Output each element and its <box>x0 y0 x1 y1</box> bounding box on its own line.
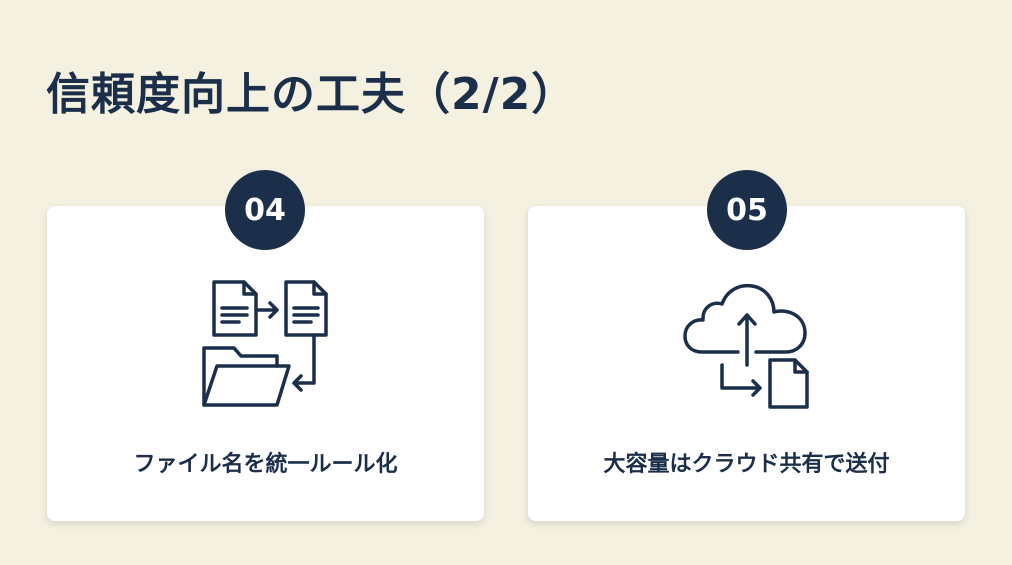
page-title: 信頼度向上の工夫（2/2） <box>46 69 577 120</box>
file-rename-folder-icon <box>202 280 328 407</box>
card-label: 大容量はクラウド共有で送付 <box>603 452 890 477</box>
card-cloud-share <box>528 206 965 521</box>
card-file-naming <box>47 206 484 521</box>
card-label: ファイル名を統一ルール化 <box>133 452 398 477</box>
step-badge-05: 05 <box>707 170 787 250</box>
cloud-upload-share-icon <box>683 283 809 409</box>
step-badge-04: 04 <box>225 170 305 250</box>
